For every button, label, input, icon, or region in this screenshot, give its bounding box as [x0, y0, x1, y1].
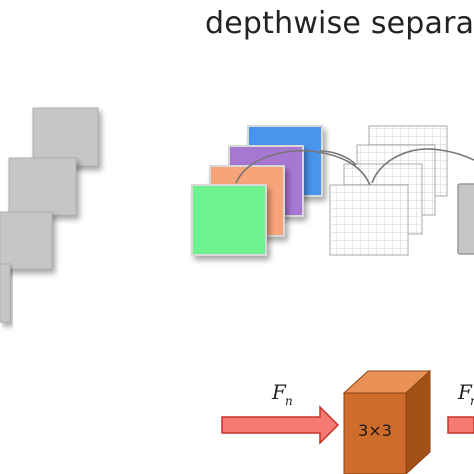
grid-maps [329, 125, 448, 256]
grid-map-4 [329, 184, 409, 256]
gray-map-4 [0, 263, 11, 323]
connector-end [319, 150, 357, 166]
green-channel [191, 184, 267, 256]
kernel-label: 3×3 [358, 421, 392, 440]
output-feature-label: F [457, 380, 473, 404]
gray-map-1 [32, 107, 99, 167]
input-channels [191, 125, 323, 256]
output-feature-subscript: n [470, 394, 474, 408]
output-arrow [447, 416, 474, 434]
connector-left [235, 149, 371, 186]
diagram-title: depthwise separa [205, 6, 474, 41]
gray-map-2 [8, 157, 77, 216]
input-feature-label: F [271, 380, 287, 404]
gray-map-3 [0, 211, 53, 270]
input-feature-subscript: n [285, 394, 293, 408]
connector-right [371, 148, 474, 184]
connectors [235, 148, 474, 186]
kernel-cube [342, 369, 432, 474]
cube-front [343, 392, 407, 474]
input-arrow [221, 405, 340, 445]
output-map-partial [457, 183, 474, 255]
left-gray-maps [0, 107, 99, 323]
